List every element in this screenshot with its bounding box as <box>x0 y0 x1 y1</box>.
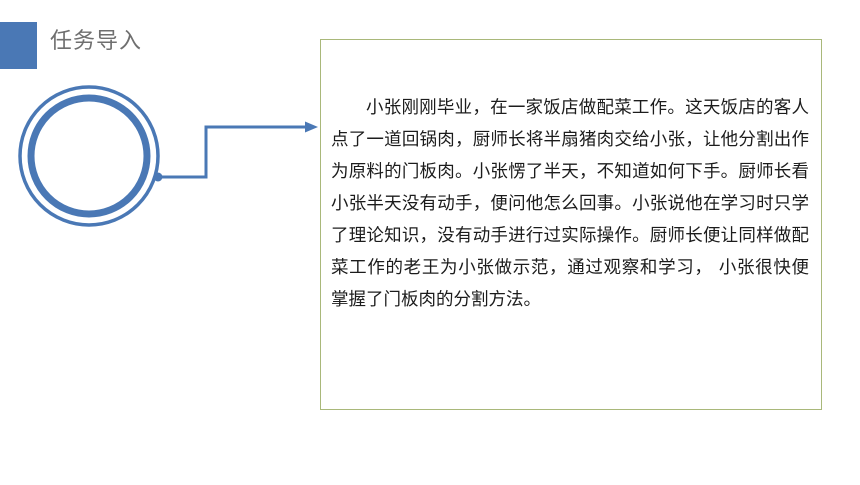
connector-arrowhead <box>305 121 318 133</box>
story-text-box: 小张刚刚毕业，在一家饭店做配菜工作。这天饭店的客人点了一道回锅肉，厨师长将半扇猪… <box>320 39 822 410</box>
title-accent-block <box>0 22 37 69</box>
inner-ring-circle <box>27 94 151 218</box>
story-paragraph: 小张刚刚毕业，在一家饭店做配菜工作。这天饭店的客人点了一道回锅肉，厨师长将半扇猪… <box>331 98 809 310</box>
outer-ring-circle <box>18 85 160 227</box>
connector-dot <box>153 172 163 182</box>
page-title: 任务导入 <box>50 29 143 54</box>
connector-line <box>158 125 306 179</box>
